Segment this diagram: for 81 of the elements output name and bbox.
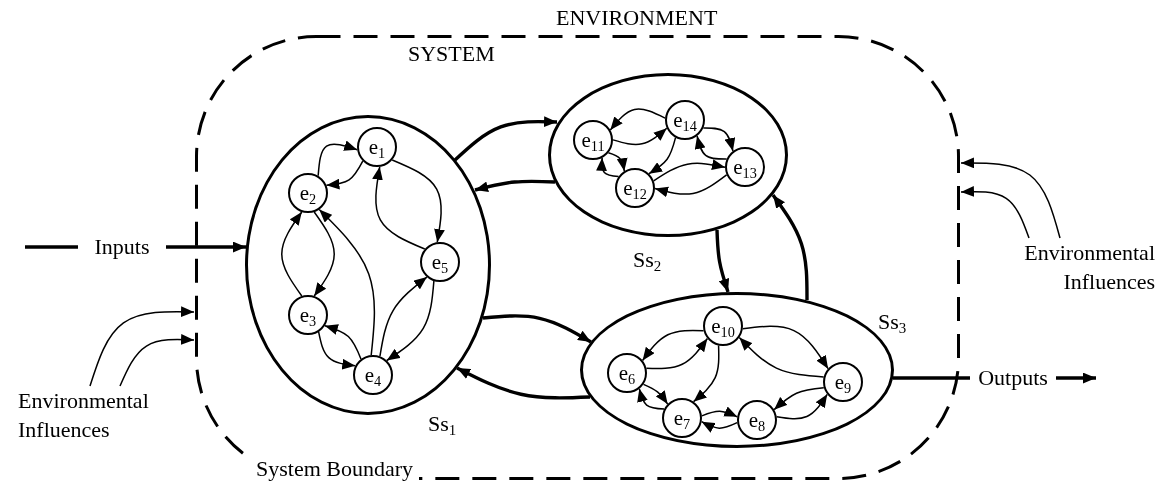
node-label: e$_{7}$ <box>673 407 691 429</box>
element-circle <box>607 353 647 393</box>
element-circle <box>665 100 705 140</box>
arrow <box>612 127 668 146</box>
arrow <box>654 174 728 198</box>
subsystem-label: Ss$_{2}$ <box>633 246 662 275</box>
arrow <box>317 331 356 370</box>
arrow <box>391 159 445 243</box>
arrow <box>652 159 726 182</box>
arrow <box>637 388 665 410</box>
arrow <box>379 276 428 357</box>
arrow <box>715 229 730 293</box>
node-label: e$_{3}$ <box>299 304 317 326</box>
arrow <box>166 241 246 253</box>
arrow <box>313 211 335 297</box>
arrow <box>386 280 435 362</box>
arrow <box>1056 372 1096 384</box>
arrow <box>609 108 666 131</box>
connector-line <box>893 376 970 380</box>
arrow <box>645 337 709 370</box>
arrow <box>281 211 303 297</box>
arrow <box>642 383 669 405</box>
arrow <box>776 393 828 420</box>
arrow <box>324 324 362 360</box>
element-circle <box>737 400 777 440</box>
element-circle <box>823 362 863 402</box>
arrow <box>700 420 738 433</box>
arrow <box>453 116 558 162</box>
arrow <box>771 194 809 300</box>
node-label: e$_{5}$ <box>431 251 449 273</box>
node-label: e$_{13}$ <box>733 156 757 178</box>
node-label: e$_{8}$ <box>748 409 766 431</box>
influences-label: Environmental Influences <box>18 386 183 446</box>
arrow <box>692 344 720 403</box>
outputs-label: Outputs <box>970 364 1056 392</box>
arrow <box>960 157 1061 239</box>
node-label: e$_{4}$ <box>364 364 382 386</box>
arrow <box>318 208 376 356</box>
subsystem-label: Ss$_{3}$ <box>878 308 907 337</box>
element-circle <box>288 295 328 335</box>
arrow <box>702 127 736 152</box>
subsystem-label: Ss$_{1}$ <box>428 410 457 439</box>
arrow <box>482 314 592 344</box>
element-circle <box>703 306 743 346</box>
arrow <box>456 366 591 400</box>
inputs-label: Inputs <box>78 233 166 261</box>
arrow <box>474 179 556 193</box>
arrow <box>738 336 825 378</box>
node-label: e$_{12}$ <box>623 177 647 199</box>
element-circle <box>353 355 393 395</box>
node-label: e$_{1}$ <box>368 136 386 158</box>
arrow <box>325 160 364 190</box>
arrow <box>773 386 825 411</box>
element-circle <box>420 242 460 282</box>
node-label: e$_{6}$ <box>618 362 636 384</box>
arrow <box>742 325 829 370</box>
arrow <box>694 135 728 160</box>
element-circle <box>288 173 328 213</box>
arrow <box>372 166 426 250</box>
arrow <box>701 406 738 418</box>
influences-label: Environmental Influences <box>975 238 1155 298</box>
connector-line <box>25 245 78 249</box>
arrow <box>607 152 628 172</box>
node-label: e$_{11}$ <box>581 129 605 151</box>
element-circle <box>615 168 655 208</box>
element-circle <box>725 147 765 187</box>
arrow <box>960 186 1030 239</box>
element-circle <box>357 127 397 167</box>
element-circle <box>573 120 613 160</box>
arrow <box>641 329 705 362</box>
element-circle <box>662 398 702 438</box>
node-label: e$_{14}$ <box>673 109 697 131</box>
arrow <box>648 136 677 175</box>
arrow <box>119 334 195 387</box>
system-label: SYSTEM <box>408 40 495 68</box>
node-label: e$_{2}$ <box>299 182 317 204</box>
arrow <box>317 140 358 177</box>
node-label: e$_{9}$ <box>834 371 852 393</box>
arrow <box>89 306 195 387</box>
node-label: e$_{10}$ <box>711 315 735 337</box>
arrow <box>596 157 620 178</box>
